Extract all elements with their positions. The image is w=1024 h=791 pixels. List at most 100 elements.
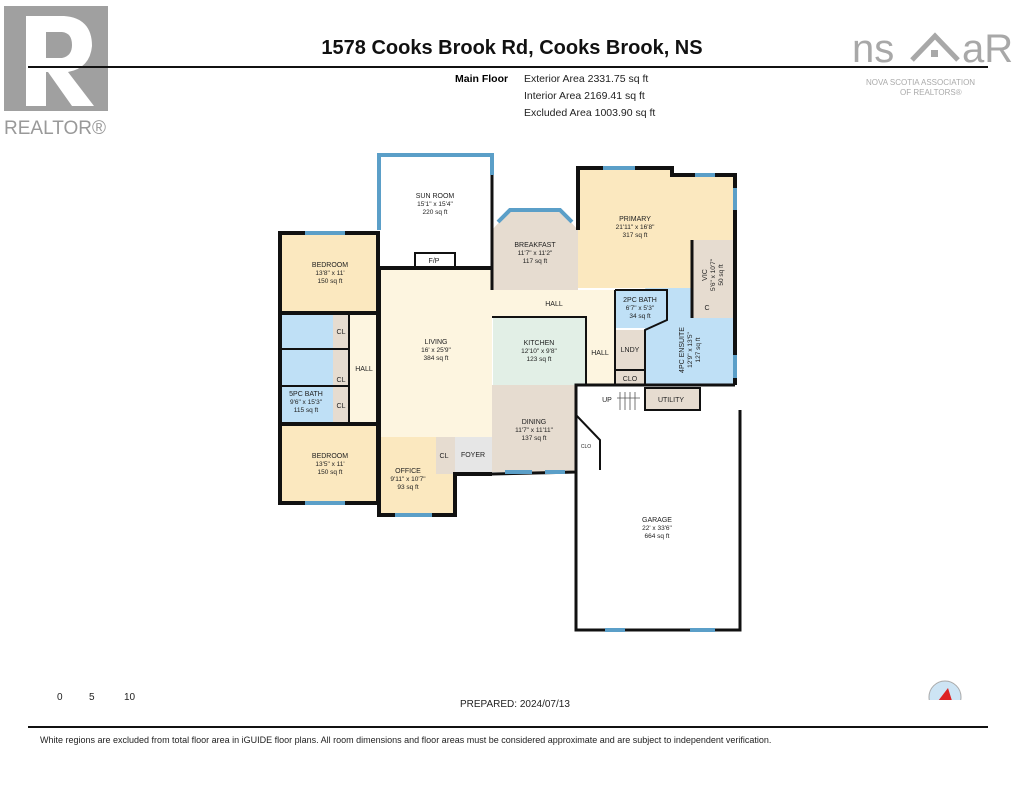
- divider: [28, 66, 988, 68]
- room-hall-left: [349, 314, 378, 423]
- closet-label-2: CL: [337, 377, 346, 384]
- garage-clo-label: CLO: [581, 444, 591, 450]
- breakfast-dims: 11'7" x 11'2": [518, 250, 553, 257]
- ensuite-dims: 12'9" x 13'5": [687, 331, 694, 367]
- excluded-area: Excluded Area 1003.90 sq ft: [524, 107, 656, 119]
- dining-dims: 11'7" x 11'11": [515, 427, 554, 434]
- office-name: OFFICE: [395, 468, 421, 475]
- compass-icon: z: [928, 680, 962, 700]
- living-name: LIVING: [425, 339, 448, 346]
- room-utility: [645, 388, 700, 410]
- hall-right-label: HALL: [591, 350, 609, 357]
- bedroom2-dims: 13'5" x 11': [315, 461, 344, 468]
- garage-dims: 22' x 33'6": [642, 525, 672, 532]
- svg-text:aR: aR: [962, 27, 1013, 71]
- hall-left-label: HALL: [355, 366, 373, 373]
- ensuite-area: 127 sq ft: [695, 337, 702, 362]
- garage-area: 664 sq ft: [645, 533, 670, 540]
- living-area: 384 sq ft: [424, 355, 449, 362]
- svg-text:OF REALTORS®: OF REALTORS®: [900, 88, 962, 97]
- fireplace-label: F/P: [429, 258, 440, 265]
- room-hall-top: [492, 290, 615, 317]
- vic-dims: 5'6" x 10'7": [710, 258, 717, 291]
- room-hall-right: [586, 317, 615, 385]
- divider: [28, 726, 988, 728]
- windows: [305, 153, 737, 632]
- room-5pc-bath: [280, 387, 333, 423]
- room-bath-area: [280, 350, 333, 385]
- realtor-logo: REALTOR®: [4, 6, 108, 136]
- room-dining: [492, 385, 576, 472]
- office-area: 93 sq ft: [397, 484, 419, 491]
- svg-text:NOVA SCOTIA ASSOCIATION: NOVA SCOTIA ASSOCIATION: [866, 78, 975, 87]
- disclaimer: White regions are excluded from total fl…: [40, 735, 772, 745]
- office-closet-label: CL: [440, 453, 449, 460]
- hall-top-label: HALL: [545, 301, 563, 308]
- room-office-closet: [436, 437, 455, 474]
- room-bath-closet: [280, 314, 333, 348]
- scale-bar: 0 5 10 ft: [57, 692, 136, 700]
- exterior-area: Exterior Area 2331.75 sq ft: [524, 73, 649, 85]
- stairs-up-label: UP: [602, 397, 612, 404]
- sunroom-dims: 15'1" x 15'4": [417, 201, 453, 208]
- room-breakfast: [492, 210, 578, 290]
- laundry-label: LNDY: [621, 347, 640, 354]
- nsar-logo: ns aR NOVA SCOTIA ASSOCIATION OF REALTOR…: [852, 27, 1013, 97]
- closet-c-label: C: [704, 305, 709, 312]
- stairs-icon: [617, 392, 640, 410]
- living-dims: 16' x 25'9": [421, 347, 451, 354]
- kitchen-name: KITCHEN: [524, 340, 555, 347]
- svg-text:ns: ns: [852, 27, 894, 71]
- page-title: 1578 Cooks Brook Rd, Cooks Brook, NS: [321, 37, 703, 59]
- room-living: [380, 268, 492, 437]
- scale-tick-5: 5: [89, 692, 95, 700]
- primary-dims: 21'11" x 16'8": [616, 224, 655, 231]
- interior-area: Interior Area 2169.41 sq ft: [524, 90, 645, 102]
- sunroom-name: SUN ROOM: [416, 193, 455, 200]
- kitchen-dims: 12'10" x 9'8": [521, 348, 557, 355]
- svg-text:REALTOR®: REALTOR®: [4, 118, 106, 136]
- garage-name: GARAGE: [642, 517, 672, 524]
- room-foyer: [455, 437, 492, 474]
- office-dims: 9'11" x 10'7": [390, 476, 426, 483]
- clo-label: CLO: [623, 376, 638, 383]
- primary-name: PRIMARY: [619, 216, 651, 223]
- bedroom2-name: BEDROOM: [312, 453, 348, 460]
- utility-label: UTILITY: [658, 397, 684, 404]
- floor-plan: SUN ROOM 15'1" x 15'4" 220 sq ft F/P BED…: [57, 153, 962, 700]
- room-kitchen: [493, 317, 586, 385]
- bath2-area: 34 sq ft: [629, 313, 651, 320]
- dining-name: DINING: [522, 419, 547, 426]
- bath2-name: 2PC BATH: [623, 297, 657, 304]
- vic-area: 50 sq ft: [718, 264, 725, 286]
- vic-name: VIC: [702, 269, 709, 281]
- scale-tick-10: 10: [124, 692, 136, 700]
- room-vic: [692, 240, 735, 318]
- primary-area: 317 sq ft: [623, 232, 648, 239]
- bedroom1-dims: 13'8" x 11': [315, 270, 344, 277]
- bedroom1-area: 150 sq ft: [318, 278, 343, 285]
- scale-tick-0: 0: [57, 692, 63, 700]
- room-bedroom-1: [280, 233, 378, 312]
- bath5-name: 5PC BATH: [289, 391, 323, 398]
- breakfast-name: BREAKFAST: [514, 242, 556, 249]
- bedroom2-area: 150 sq ft: [318, 469, 343, 476]
- bath5-dims: 9'6" x 15'3": [290, 399, 323, 406]
- room-primary: [578, 168, 735, 288]
- bath2-dims: 6'7" x 5'3": [626, 305, 655, 312]
- room-closet-clo: [615, 370, 645, 385]
- foyer-label: FOYER: [461, 452, 485, 459]
- closet-label-1: CL: [337, 329, 346, 336]
- prepared-date: PREPARED: 2024/07/13: [460, 699, 570, 710]
- kitchen-area: 123 sq ft: [527, 356, 552, 363]
- room-laundry: [615, 330, 645, 370]
- sunroom-area: 220 sq ft: [423, 209, 448, 216]
- room-bedroom-2: [280, 425, 378, 503]
- breakfast-area: 117 sq ft: [523, 258, 548, 265]
- ensuite-name: 4PC ENSUITE: [679, 327, 686, 373]
- bath5-area: 115 sq ft: [294, 407, 319, 414]
- dining-area: 137 sq ft: [522, 435, 547, 442]
- bedroom1-name: BEDROOM: [312, 262, 348, 269]
- floor-label: Main Floor: [455, 73, 509, 85]
